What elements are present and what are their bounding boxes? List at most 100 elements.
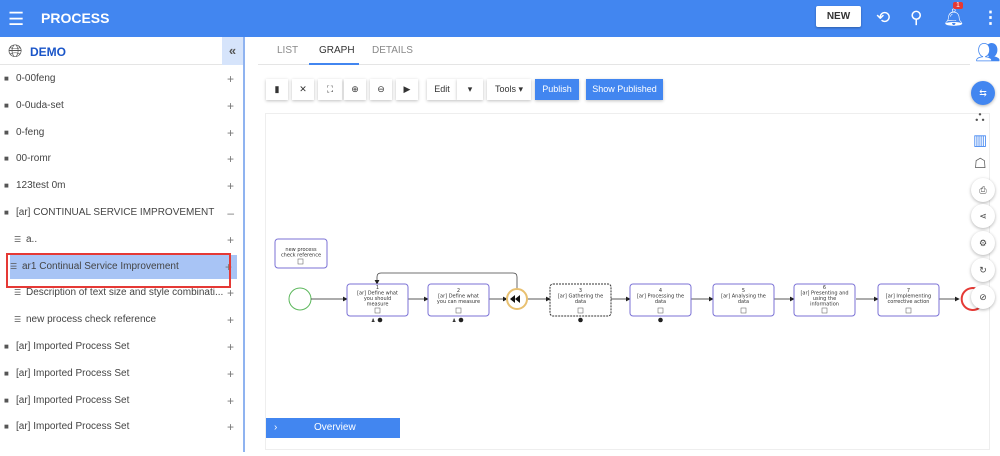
- show-published-button[interactable]: Show Published: [586, 79, 663, 100]
- expand-subprocess-icon[interactable]: [905, 307, 912, 314]
- more-vert-icon[interactable]: ⋮: [982, 8, 999, 27]
- share-nodes-icon[interactable]: ⛬: [975, 108, 985, 124]
- info-icon[interactable]: [658, 317, 663, 323]
- expand-icon[interactable]: +: [226, 152, 234, 167]
- new-button[interactable]: NEW: [816, 6, 861, 27]
- notification-bell-icon[interactable]: 🔔︎: [943, 8, 965, 27]
- sidebar-item-label: 00-romr: [16, 153, 52, 165]
- tab-list[interactable]: LIST: [277, 45, 299, 56]
- expand-icon[interactable]: +: [226, 286, 234, 301]
- search-icon[interactable]: ⚲: [910, 8, 923, 27]
- expand-subprocess-icon[interactable]: [577, 307, 584, 314]
- sidebar-item[interactable]: ☰new process check reference+: [14, 308, 239, 332]
- fit-button[interactable]: ✕: [292, 79, 314, 100]
- sidebar-root-title[interactable]: DEMO: [30, 45, 66, 59]
- expand-subprocess-icon[interactable]: [657, 307, 664, 314]
- sidebar-item[interactable]: ☰ar1 Continual Service Improvement+: [10, 254, 237, 279]
- zoom-out-button[interactable]: ⊖: [370, 79, 392, 100]
- info-icon[interactable]: [578, 317, 583, 323]
- loop-flow: [374, 272, 518, 289]
- task-label: data: [738, 299, 749, 305]
- users-group-icon[interactable]: 👥︎: [975, 42, 1000, 64]
- sidebar-item[interactable]: ■0-0uda-set+: [4, 94, 239, 118]
- expand-subprocess-icon[interactable]: [297, 258, 304, 265]
- person-icon: ♟: [371, 318, 375, 324]
- expand-subprocess-icon[interactable]: [374, 307, 381, 314]
- fullscreen-button[interactable]: ⛶: [318, 79, 342, 100]
- task-label: data: [575, 299, 586, 305]
- task-number: 5: [742, 288, 745, 294]
- sidebar-item[interactable]: ☰Description of text size and style comb…: [14, 281, 239, 305]
- zoom-in-button[interactable]: ⊕: [344, 79, 366, 100]
- expand-icon[interactable]: +: [226, 72, 234, 86]
- globe-icon: 🌐︎: [8, 41, 23, 61]
- sidebar-item[interactable]: ■[ar] Imported Process Set+: [4, 335, 239, 359]
- history-icon[interactable]: ⟲: [876, 8, 891, 27]
- start-event[interactable]: [288, 287, 312, 311]
- expand-icon[interactable]: +: [226, 420, 234, 435]
- toggle-panel-button[interactable]: ⇆: [971, 81, 995, 105]
- settings-button[interactable]: ⚙: [971, 231, 995, 255]
- sidebar-item[interactable]: ■00-romr+: [4, 147, 239, 171]
- edit-button[interactable]: Edit: [427, 79, 457, 100]
- print-button[interactable]: ⎙: [971, 178, 995, 202]
- play-button[interactable]: ▶: [396, 79, 418, 100]
- expand-icon[interactable]: +: [226, 98, 234, 113]
- sidebar-item[interactable]: ■0-00feng+: [4, 67, 239, 91]
- share-button[interactable]: ⋖: [971, 204, 995, 228]
- tab-graph[interactable]: GRAPH: [319, 45, 355, 56]
- info-icon[interactable]: [377, 317, 383, 323]
- tools-dropdown[interactable]: Tools ▾: [487, 79, 531, 100]
- hamburger-menu-icon[interactable]: ☰: [8, 9, 25, 29]
- overview-panel-toggle[interactable]: ›Overview: [266, 418, 400, 438]
- expand-icon[interactable]: +: [224, 259, 232, 274]
- expand-icon[interactable]: +: [226, 366, 234, 381]
- briefcase-icon: ■: [4, 422, 9, 432]
- expand-subprocess-icon[interactable]: [740, 307, 747, 314]
- expand-subprocess-icon[interactable]: [455, 307, 462, 314]
- gateway-node[interactable]: [506, 288, 528, 310]
- task-label: data: [655, 299, 666, 305]
- expand-icon[interactable]: +: [226, 179, 234, 194]
- refresh-button[interactable]: ↻: [971, 258, 995, 282]
- edit-dropdown-button[interactable]: ▾: [457, 79, 483, 100]
- sidebar-item[interactable]: ☰a..+: [14, 228, 239, 252]
- expand-icon[interactable]: +: [226, 393, 234, 408]
- expand-subprocess-icon[interactable]: [821, 307, 828, 314]
- publish-button[interactable]: Publish: [535, 79, 579, 100]
- map-icon[interactable]: ▥: [973, 132, 988, 149]
- hierarchy-icon[interactable]: ☖: [974, 155, 987, 171]
- sidebar-item-label: 0-00feng: [16, 73, 56, 84]
- sidebar-item[interactable]: ■123test 0m+: [4, 174, 239, 198]
- expand-icon[interactable]: +: [226, 340, 234, 354]
- disable-button[interactable]: ⊘: [971, 285, 995, 309]
- expand-icon[interactable]: +: [226, 125, 234, 140]
- info-icon[interactable]: [458, 317, 464, 323]
- new-file-button[interactable]: ▮: [266, 79, 288, 100]
- highlight-box: [6, 253, 231, 288]
- sidebar-item[interactable]: ■[ar] Imported Process Set+: [4, 362, 239, 386]
- tab-divider: [258, 64, 970, 65]
- collapse-sidebar-button[interactable]: «: [222, 37, 243, 65]
- tab-details[interactable]: DETAILS: [372, 45, 413, 56]
- sidebar-item[interactable]: ■[ar] CONTINUAL SERVICE IMPROVEMENT–: [4, 201, 239, 225]
- collapse-icon[interactable]: –: [227, 206, 234, 220]
- task-number: 4: [659, 288, 662, 294]
- briefcase-icon: ■: [4, 342, 9, 351]
- sidebar-item[interactable]: ■0-feng+: [4, 121, 239, 145]
- sidebar-item[interactable]: ■[ar] Imported Process Set+: [4, 389, 239, 413]
- sidebar-item[interactable]: ■[ar] Imported Process Set+: [4, 415, 239, 439]
- expand-icon[interactable]: +: [226, 232, 234, 247]
- expand-icon[interactable]: +: [226, 313, 234, 328]
- sidebar-item-label: [ar] Imported Process Set: [16, 394, 130, 406]
